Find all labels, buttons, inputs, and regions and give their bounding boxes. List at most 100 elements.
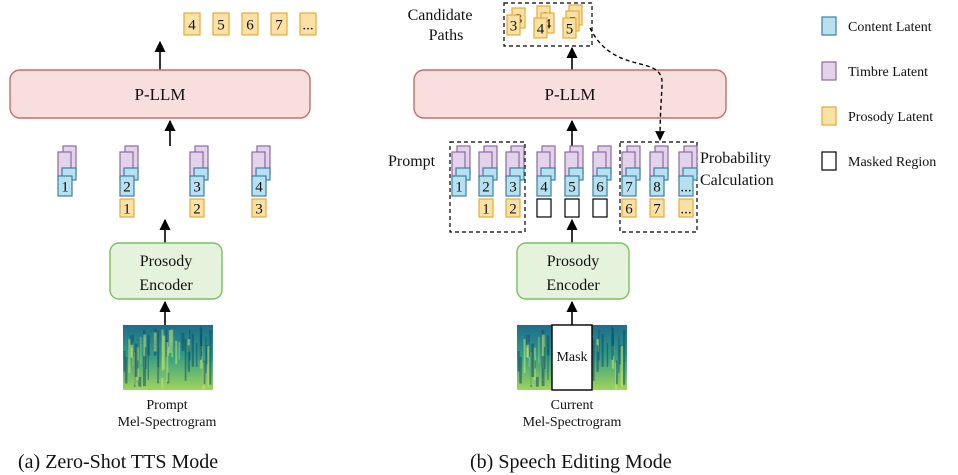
spectrogram-streak (147, 335, 150, 356)
prosody-latent (119, 198, 135, 218)
candidate-token-label: 4 (544, 17, 552, 33)
spectrogram-streak (623, 330, 626, 362)
spectrogram-streak (541, 356, 545, 387)
spectrogram-streak (130, 344, 134, 358)
spectrogram-streak (138, 376, 142, 387)
spectrogram-streak (530, 351, 532, 386)
content-latent (57, 175, 73, 197)
right-encoder-line1: Prosody (547, 253, 599, 270)
content-latent-label: 6 (596, 180, 604, 196)
candidate-token-label: 4 (537, 22, 545, 38)
output-prosody-token-label: 7 (275, 18, 283, 34)
right-prosody-encoder (516, 242, 630, 300)
masked-prosody-slot (564, 198, 580, 218)
prosody-latent-label: 7 (653, 202, 661, 218)
spectrogram-streak (623, 360, 626, 385)
prosody-latent-label: 1 (482, 202, 490, 218)
left-pllm-block (9, 69, 311, 119)
masked-prosody-slot (592, 198, 608, 218)
probability-label-line2: Calculation (700, 172, 774, 189)
spectrogram-streak (203, 360, 206, 385)
mask-label: Mask (556, 350, 587, 365)
output-prosody-token (270, 12, 288, 36)
prosody-latent (478, 198, 494, 218)
content-latent (536, 175, 552, 197)
content-latent-label: 4 (540, 180, 548, 196)
legend-swatch-timbre (821, 61, 837, 81)
content-latent-label: 7 (625, 180, 633, 196)
spectrogram-streak (166, 342, 169, 382)
spectrogram-streak (140, 337, 142, 364)
spectrogram-streak (606, 343, 609, 367)
spectrogram-streak (612, 328, 614, 357)
spectrogram-streak (178, 342, 180, 360)
candidate-label-line2: Paths (429, 27, 464, 44)
candidate-token (506, 14, 521, 36)
content-latent (478, 175, 494, 197)
left-encoder-line2: Encoder (139, 277, 193, 294)
content-latent (119, 175, 135, 197)
spectrogram-streak (147, 344, 149, 380)
content-latent (621, 175, 637, 197)
spectrogram-streak (205, 336, 207, 373)
right-encoder-line2: Encoder (546, 277, 600, 294)
legend-label: Prosody Latent (848, 110, 933, 125)
left-mel-spectrogram (123, 325, 213, 390)
prosody-latent-label: 2 (193, 202, 201, 218)
content-latent (678, 175, 694, 197)
prosody-latent (649, 198, 665, 218)
content-latent (649, 175, 665, 197)
spectrogram-streak (538, 337, 540, 364)
spectrogram-streak (547, 344, 549, 380)
left-spectrogram-line1: Prompt (146, 398, 187, 413)
probability-region-box (619, 141, 698, 233)
spectrogram-streak (134, 351, 136, 386)
spectrogram-streak (167, 346, 170, 356)
prosody-latent-label: ... (680, 202, 691, 218)
left-caption: (a) Zero-Shot TTS Mode (18, 451, 218, 473)
prosody-latent (505, 198, 521, 218)
content-latent (451, 175, 467, 197)
output-prosody-token (241, 12, 259, 36)
content-latent-label: 4 (255, 180, 263, 196)
masked-prosody-slot (536, 198, 552, 218)
content-latent (505, 175, 521, 197)
spectrogram-streak (209, 330, 212, 362)
legend-label: Content Latent (848, 20, 932, 35)
output-prosody-token-label: ... (302, 18, 313, 34)
left-encoder-line1: Prosody (140, 253, 192, 270)
spectrogram-streak (517, 351, 520, 372)
spectrogram-streak (171, 329, 174, 358)
spectrogram-streak (619, 345, 622, 365)
candidate-token-label: 5 (566, 22, 574, 38)
content-latent-label: 1 (455, 180, 463, 196)
spectrogram-streak (161, 377, 164, 389)
output-prosody-token-label: 5 (217, 18, 225, 34)
spectrogram-streak (124, 356, 128, 384)
content-latent (251, 175, 267, 197)
legend-label: Timbre Latent (848, 65, 928, 80)
left-pllm-label: P-LLM (135, 85, 186, 104)
legend-swatch-masked (821, 151, 837, 171)
content-latent-label: 2 (123, 180, 131, 196)
prosody-latent (621, 198, 637, 218)
spectrogram-streak (207, 346, 210, 387)
spectrogram-streak (534, 360, 536, 369)
content-latent-label: 8 (653, 180, 661, 196)
content-latent-label: 3 (509, 180, 517, 196)
spectrogram-streak (543, 346, 546, 369)
prosody-latent (678, 198, 694, 218)
prosody-latent (189, 198, 205, 218)
content-latent (564, 175, 580, 197)
prosody-latent-label: 6 (625, 202, 633, 218)
spectrogram-streak (615, 360, 618, 385)
spectrogram-streak (181, 333, 185, 351)
prosody-latent (251, 198, 267, 218)
spectrogram-streak (191, 333, 194, 367)
spectrogram-streak (130, 335, 132, 346)
spectrogram-streak (199, 326, 202, 360)
spectrogram-streak (195, 343, 198, 367)
